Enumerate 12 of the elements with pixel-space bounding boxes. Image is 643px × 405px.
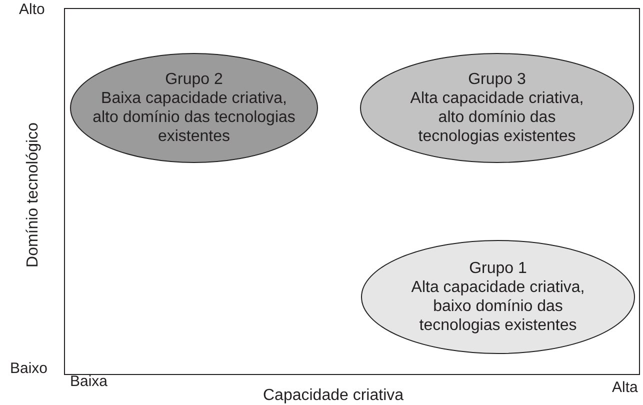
- group-description: Alta capacidade criativa, baixo domínio das tecnologias existentes: [410, 278, 586, 335]
- group-description: Alta capacidade criativa, alto domínio das tecnologias existentes: [409, 89, 585, 146]
- axis-title: Capacidade criativa: [263, 387, 404, 405]
- group-title: Grupo 3: [468, 70, 526, 89]
- axis-title: Domínio tecnológico: [24, 122, 42, 268]
- axis-tick-label: Baixa: [70, 373, 108, 391]
- group-title: Grupo 2: [165, 70, 223, 89]
- axis-tick-label: Alto: [19, 1, 45, 19]
- group-title: Grupo 1: [469, 259, 527, 278]
- group-description: Baixa capacidade criativa, alto domínio das tecnologias existentes: [92, 89, 296, 146]
- axis-tick-label: Baixo: [10, 360, 48, 378]
- axis-tick-label: Alta: [612, 379, 638, 397]
